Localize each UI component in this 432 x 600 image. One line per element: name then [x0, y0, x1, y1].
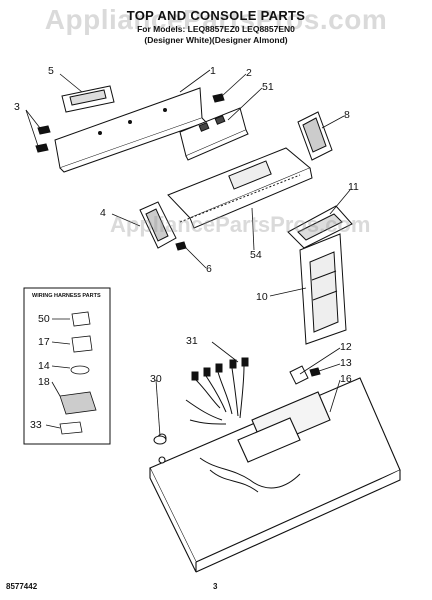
document-number: 8577442 [6, 582, 38, 591]
part-54-console [167, 147, 313, 229]
part-13-screw [309, 367, 321, 377]
part-6-screw [175, 241, 187, 251]
callout-3: 3 [14, 101, 20, 113]
part-17-connector [71, 335, 93, 353]
harness-item-33: 33 [30, 419, 42, 431]
part-11-lint-filter [287, 205, 353, 249]
page-number: 3 [213, 582, 218, 591]
harness-item-17: 17 [38, 336, 50, 348]
part-8-end-cap [297, 111, 333, 161]
callout-51: 51 [262, 81, 274, 93]
leader-lines [25, 69, 351, 437]
callout-13: 13 [340, 357, 352, 369]
part-18-terminal-block [59, 391, 97, 415]
part-2-screw [212, 93, 225, 103]
callout-16: 16 [340, 373, 352, 385]
color-line: (Designer White)(Designer Almond) [144, 35, 288, 45]
harness-item-18: 18 [38, 376, 50, 388]
part-14-clip [70, 365, 90, 375]
part-10-filter-housing [299, 233, 347, 345]
part-50-connector [71, 311, 91, 327]
part-1-console-back [54, 87, 207, 173]
harness-parts-box: WIRING HARNESS PARTS 50 17 14 18 33 [23, 287, 111, 445]
harness-item-50: 50 [38, 313, 50, 325]
page-title: TOP AND CONSOLE PARTS [126, 8, 306, 23]
harness-box-title: WIRING HARNESS PARTS [32, 293, 101, 299]
part-3-screws [35, 125, 51, 153]
part-12-switch [289, 365, 309, 385]
callout-31: 31 [186, 335, 198, 347]
part-31-wire-harness [185, 357, 301, 493]
callout-30: 30 [150, 373, 162, 385]
model-line: For Models: LEQ8857EZ0 LEQ8857EN0 [137, 24, 295, 34]
callout-1: 1 [210, 65, 216, 77]
callout-4: 4 [100, 207, 106, 219]
harness-item-14: 14 [38, 360, 50, 372]
part-5-bracket [61, 85, 115, 113]
part-51-control-module [179, 107, 249, 161]
callout-6: 6 [206, 263, 212, 275]
callout-10: 10 [256, 291, 268, 303]
part-33-tie [59, 421, 83, 435]
callout-54: 54 [250, 249, 262, 261]
callout-12: 12 [340, 341, 352, 353]
callout-8: 8 [344, 109, 350, 121]
part-30-plug [153, 435, 167, 445]
callout-5: 5 [48, 65, 54, 77]
dryer-top-panel [149, 377, 401, 573]
callout-2: 2 [246, 67, 252, 79]
part-4-end-cap [139, 201, 177, 249]
callout-labels: 5 1 3 2 51 8 4 6 54 11 10 31 12 13 16 30 [14, 65, 359, 385]
callout-11: 11 [348, 181, 359, 193]
